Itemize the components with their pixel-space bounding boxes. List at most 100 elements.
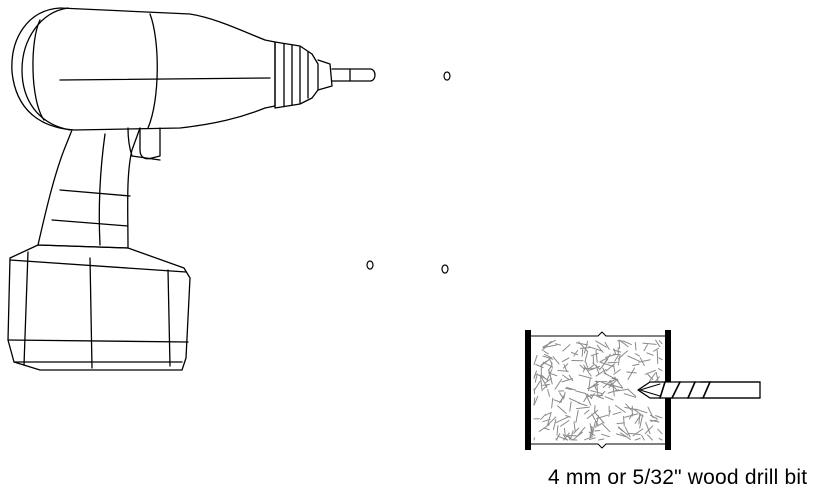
wood-fibre bbox=[540, 413, 547, 420]
wood-fibre bbox=[632, 363, 640, 366]
wood-fibre bbox=[655, 339, 661, 348]
wood-fibre bbox=[627, 367, 636, 380]
wood-fibre bbox=[634, 342, 637, 351]
wood-fibre bbox=[545, 377, 552, 384]
wood-fibre bbox=[638, 359, 651, 363]
wood-fibre bbox=[538, 424, 550, 432]
wood-fibre bbox=[623, 393, 637, 398]
wood-fibre bbox=[658, 357, 663, 361]
wood-fibre bbox=[585, 361, 589, 368]
wood-fibre bbox=[568, 398, 581, 404]
wood-fibre bbox=[624, 406, 639, 411]
wood-fibre bbox=[590, 393, 595, 399]
wood-fibre bbox=[600, 361, 614, 367]
wood-fibre bbox=[533, 380, 541, 391]
wood-fibre bbox=[649, 372, 656, 382]
wood-fibre bbox=[601, 433, 610, 438]
drill-battery bbox=[7, 244, 191, 371]
wood-fibre bbox=[625, 403, 632, 411]
wood-fibre bbox=[559, 393, 566, 404]
wood-fibre bbox=[589, 380, 600, 389]
wood-fibre bbox=[573, 350, 578, 357]
wood-fibre bbox=[586, 409, 599, 419]
wood-fibre bbox=[542, 355, 554, 360]
wood-fibre bbox=[563, 364, 568, 372]
wood-fibre bbox=[533, 354, 538, 365]
wood-fibre bbox=[557, 435, 569, 441]
wood-fibre bbox=[542, 384, 548, 390]
wood-fibre bbox=[588, 437, 596, 440]
wood-fibre bbox=[613, 369, 621, 375]
wood-fibre bbox=[545, 412, 551, 416]
wood-fibre bbox=[614, 354, 619, 362]
drill-chuck bbox=[274, 41, 319, 109]
wood-fibre bbox=[605, 354, 616, 358]
wood-fibre bbox=[546, 369, 553, 381]
wood-fibre bbox=[612, 349, 622, 353]
wood-fibre bbox=[564, 427, 566, 436]
wood-fibre bbox=[560, 420, 570, 427]
wood-fibre bbox=[591, 413, 599, 427]
wood-fibre bbox=[627, 432, 641, 435]
wood-fibre bbox=[576, 406, 590, 410]
drill-body bbox=[11, 7, 276, 131]
wood-fibre bbox=[596, 395, 604, 400]
wood-fibre bbox=[584, 351, 589, 363]
wood-fibre bbox=[561, 357, 570, 363]
wood-fibre bbox=[535, 364, 544, 368]
wood-fibre bbox=[595, 340, 607, 348]
wood-fibre bbox=[613, 348, 617, 355]
wood-fibre bbox=[646, 352, 654, 356]
wood-fibre bbox=[595, 349, 598, 363]
wood-fibre bbox=[624, 426, 631, 438]
wood-fibre bbox=[608, 410, 611, 417]
wood-fibre bbox=[562, 374, 570, 381]
wood-fibre bbox=[609, 379, 616, 383]
wood-fibre bbox=[533, 373, 536, 379]
wood-fibre bbox=[594, 430, 601, 432]
wood-fibre bbox=[548, 358, 553, 365]
wood-fibre bbox=[617, 426, 624, 432]
wood-fibre bbox=[639, 414, 644, 429]
wood-fibre bbox=[546, 411, 552, 427]
drill-trigger bbox=[139, 127, 161, 160]
wood-fibre bbox=[613, 365, 616, 373]
wood-fibre bbox=[638, 413, 641, 425]
wood-fibre bbox=[584, 436, 594, 441]
wood-fibre bbox=[584, 409, 590, 415]
wood-fibre bbox=[533, 437, 535, 441]
wood-fibre bbox=[641, 434, 645, 441]
wood-fibre bbox=[539, 357, 552, 367]
wood-fibre bbox=[618, 339, 621, 350]
wood-fibre bbox=[623, 413, 639, 418]
wood-fibre bbox=[562, 344, 571, 352]
drill-bit-shaft bbox=[331, 68, 376, 82]
wood-fibre bbox=[555, 416, 570, 424]
wood-fibre bbox=[658, 368, 663, 372]
wood-fibre bbox=[547, 389, 550, 397]
wood-fibre bbox=[533, 388, 536, 395]
wood-fibre bbox=[602, 423, 611, 433]
wood-fibre bbox=[543, 427, 550, 431]
wood-fibre bbox=[615, 405, 626, 413]
wood-fibre bbox=[632, 428, 644, 437]
wood-fibre bbox=[617, 350, 628, 360]
wood-fibre bbox=[601, 381, 615, 388]
wood-fibre bbox=[599, 357, 607, 363]
wood-fibre bbox=[634, 414, 642, 424]
wood-fibre bbox=[533, 395, 539, 406]
wood-fibre bbox=[612, 382, 615, 397]
wood-fibre bbox=[534, 373, 538, 383]
wood-fibre bbox=[547, 416, 557, 426]
wood-fibre bbox=[533, 397, 536, 406]
wood-fibre bbox=[571, 351, 579, 356]
hole-marker-bottom-left bbox=[366, 260, 374, 270]
hole-marker-top bbox=[443, 71, 451, 81]
wood-fibre bbox=[647, 373, 654, 380]
wood-fibre bbox=[551, 397, 554, 409]
wood-fibre bbox=[575, 390, 587, 395]
wood-fibre bbox=[653, 347, 659, 352]
wood-fibre bbox=[559, 392, 563, 398]
wood-fibre bbox=[615, 388, 629, 392]
